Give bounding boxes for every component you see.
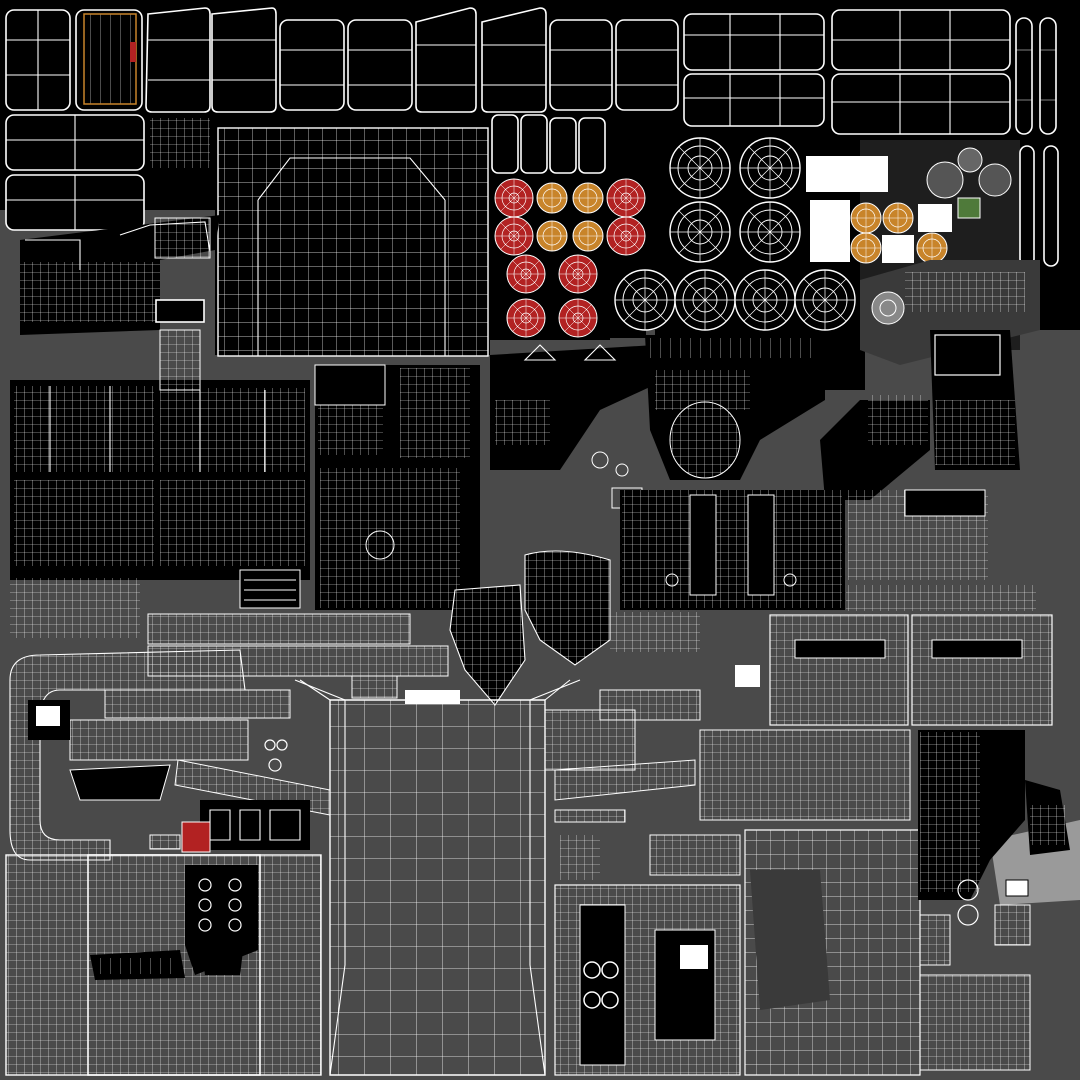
diagonal-beam-islands [69,759,696,853]
top-panel-row [5,7,1057,135]
left-panel-stack [5,114,210,231]
mid-top-tiles [491,114,606,174]
white-decal-blocks [806,145,1059,267]
long-strip-islands [10,569,449,677]
gearbox-island [645,335,825,480]
small-part-clusters [149,217,1031,969]
left-curved-rail [9,649,291,861]
grille-islands [769,614,1053,726]
right-column-islands [918,730,1070,1071]
seat-islands [10,380,310,580]
roof-grid-island [217,127,489,357]
cargo-bed-island [5,854,322,1076]
frame-rail-islands [620,489,1036,611]
right-side-island [820,330,1020,500]
cowl-islands [449,550,700,706]
cab-center-island [315,365,480,610]
bottom-right-islands [544,709,921,1076]
chassis-frame-island [294,679,581,1076]
